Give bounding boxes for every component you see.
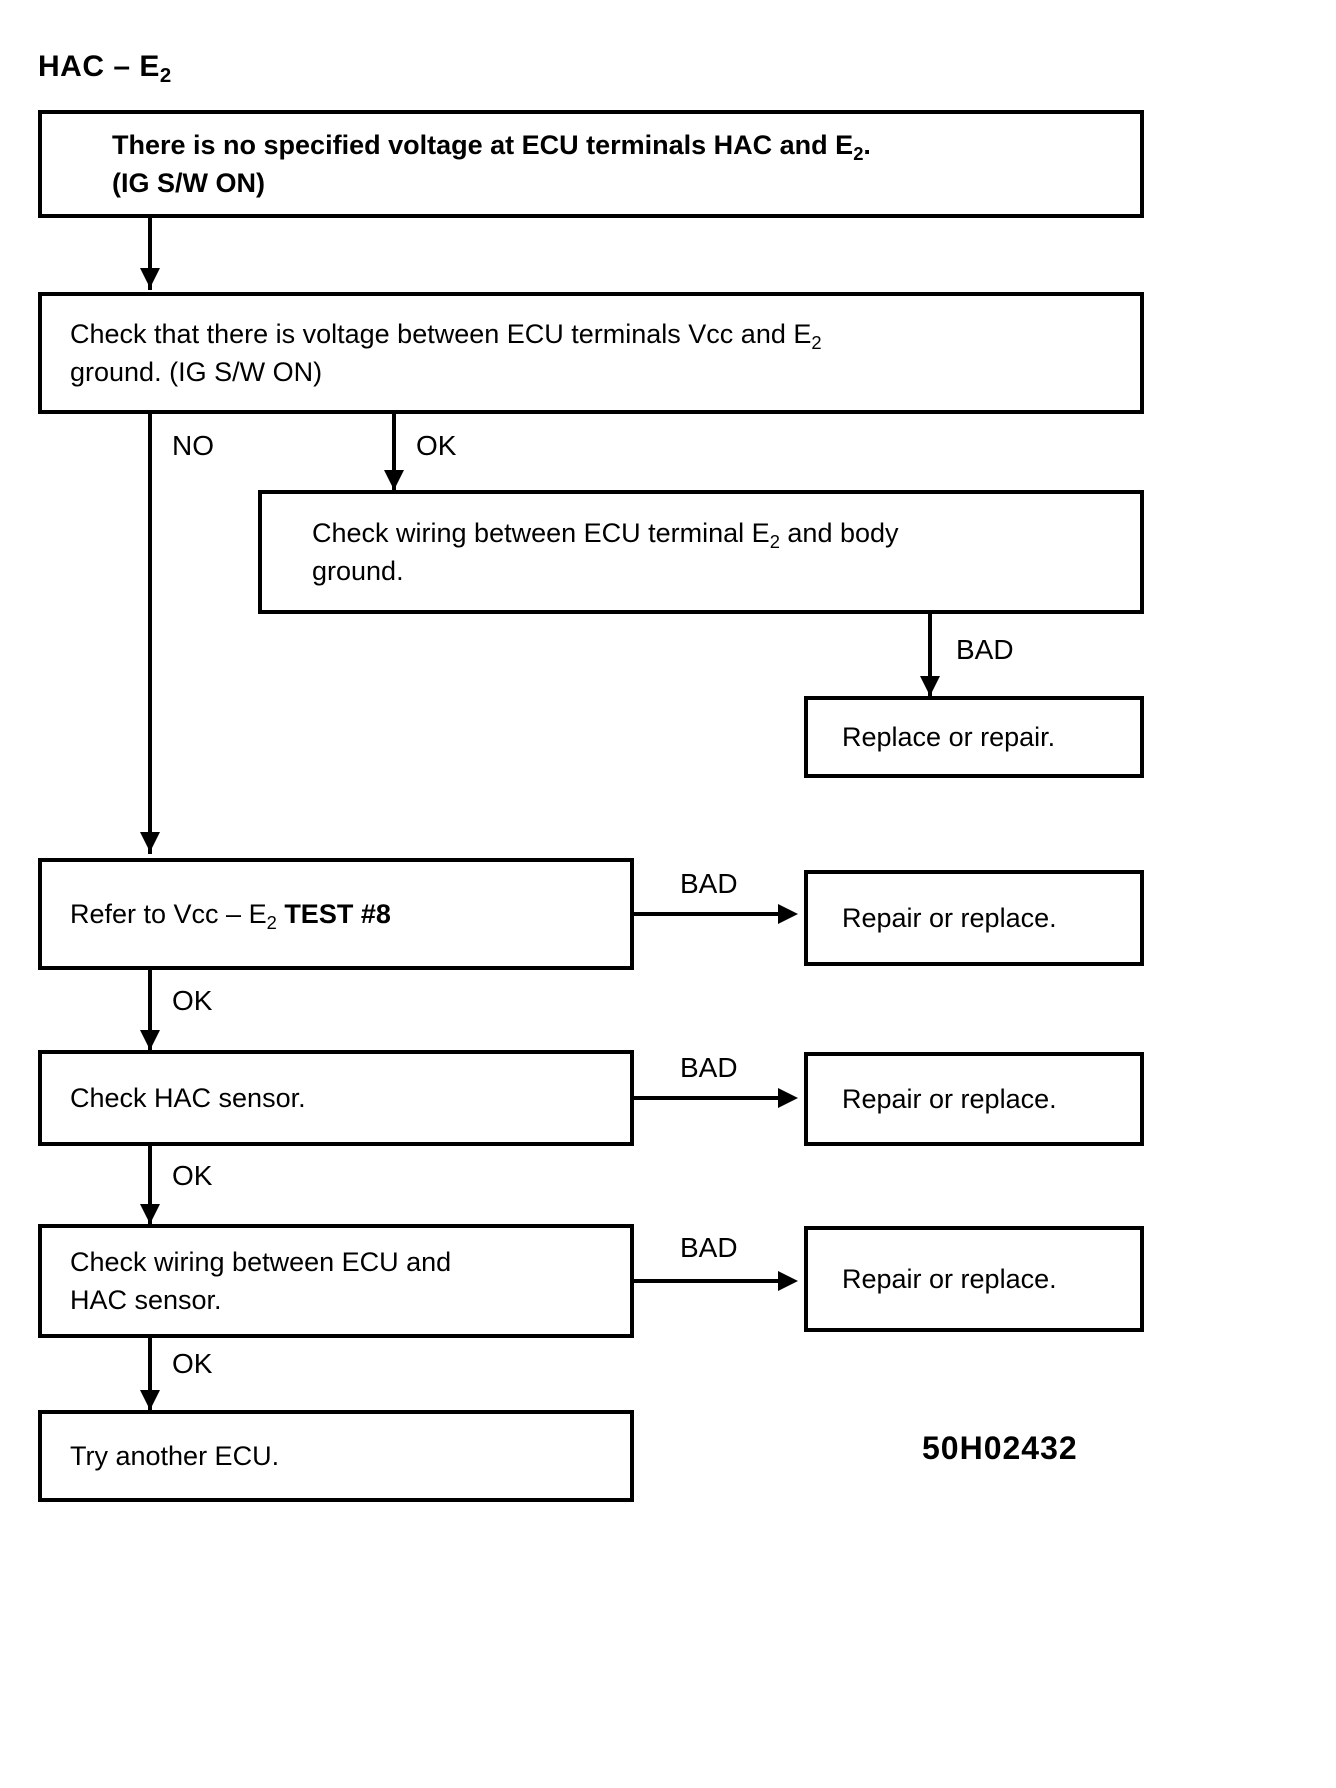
edge-label-ok-hac-sensor: OK: [172, 1160, 213, 1191]
node-check-ground-wiring: Check wiring between ECU terminal E2 and…: [258, 490, 1144, 614]
node-repair-or-replace-2: Repair or replace.: [804, 1052, 1144, 1146]
node-try-another-ecu: Try another ECU.: [38, 1410, 634, 1502]
edge-label-ok-1: OK: [416, 430, 457, 461]
node-replace-or-repair-line-1: Replace or repair.: [842, 721, 1056, 752]
connector-bad-test8: [634, 912, 780, 916]
node-check-ecu-hac-wiring-line-2: HAC sensor.: [70, 1285, 222, 1315]
node-refer-test-8: Refer to Vcc – E2 TEST #8: [38, 858, 634, 970]
arrowhead-ok-test8: [140, 1030, 160, 1050]
edge-label-no-1: NO: [172, 430, 214, 461]
node-check-hac-sensor: Check HAC sensor.: [38, 1050, 634, 1146]
node-check-vcc-voltage: Check that there is voltage between ECU …: [38, 292, 1144, 414]
connector-ok-test8: [148, 970, 152, 1050]
arrowhead-ok-branch: [384, 470, 404, 490]
node-repair-or-replace-3-line-1: Repair or replace.: [842, 1263, 1057, 1294]
node-repair-or-replace-2-line-1: Repair or replace.: [842, 1083, 1057, 1114]
arrowhead-bad-ecu-wiring: [778, 1271, 798, 1291]
arrowhead-bad-test8: [778, 904, 798, 924]
node-check-hac-sensor-line-1: Check HAC sensor.: [70, 1082, 306, 1113]
arrowhead-bad-ground-wiring: [920, 676, 940, 696]
edge-label-ok-test8: OK: [172, 985, 213, 1016]
node-problem-line-1: There is no specified voltage at ECU ter…: [112, 129, 871, 164]
arrowhead-bad-hac-sensor: [778, 1088, 798, 1108]
node-check-ecu-hac-wiring-line-1: Check wiring between ECU and: [70, 1246, 452, 1277]
node-try-another-ecu-line-1: Try another ECU.: [70, 1440, 280, 1471]
connector-bad-ground-wiring: [928, 614, 932, 696]
arrowhead-problem-to-checkvcc: [140, 268, 160, 288]
node-check-ground-wiring-line-1: Check wiring between ECU terminal E2 and…: [312, 517, 899, 552]
connector-bad-hac-sensor: [634, 1096, 780, 1100]
page-title: HAC – E2: [38, 50, 172, 88]
arrowhead-no-branch: [140, 832, 160, 852]
edge-label-ok-ecu-wiring: OK: [172, 1348, 213, 1379]
node-check-vcc-line-1: Check that there is voltage between ECU …: [70, 318, 822, 353]
connector-no-branch: [148, 414, 152, 854]
figure-code: 50H02432: [922, 1430, 1078, 1466]
node-problem-line-2: (IG S/W ON): [112, 168, 265, 198]
node-check-vcc-line-2: ground. (IG S/W ON): [70, 357, 323, 387]
edge-label-bad-ecu-wiring: BAD: [680, 1232, 738, 1263]
connector-bad-ecu-wiring: [634, 1279, 780, 1283]
node-repair-or-replace-3: Repair or replace.: [804, 1226, 1144, 1332]
node-replace-or-repair: Replace or repair.: [804, 696, 1144, 778]
connector-problem-to-checkvcc: [148, 218, 152, 290]
edge-label-bad-ground: BAD: [956, 634, 1014, 665]
node-check-ecu-hac-wiring: Check wiring between ECU and HAC sensor.: [38, 1224, 634, 1338]
edge-label-bad-hac-sensor: BAD: [680, 1052, 738, 1083]
node-refer-test-8-line-1: Refer to Vcc – E2 TEST #8: [70, 898, 391, 933]
node-check-ground-wiring-line-2: ground.: [312, 556, 404, 586]
arrowhead-ok-ecu-wiring: [140, 1390, 160, 1410]
edge-label-bad-test8: BAD: [680, 868, 738, 899]
connector-ok-hac-sensor: [148, 1146, 152, 1224]
node-problem-statement: There is no specified voltage at ECU ter…: [38, 110, 1144, 218]
node-repair-or-replace-1-line-1: Repair or replace.: [842, 902, 1057, 933]
node-repair-or-replace-1: Repair or replace.: [804, 870, 1144, 966]
connector-ok-branch: [392, 414, 396, 490]
arrowhead-ok-hac-sensor: [140, 1204, 160, 1224]
connector-ok-ecu-wiring: [148, 1338, 152, 1410]
